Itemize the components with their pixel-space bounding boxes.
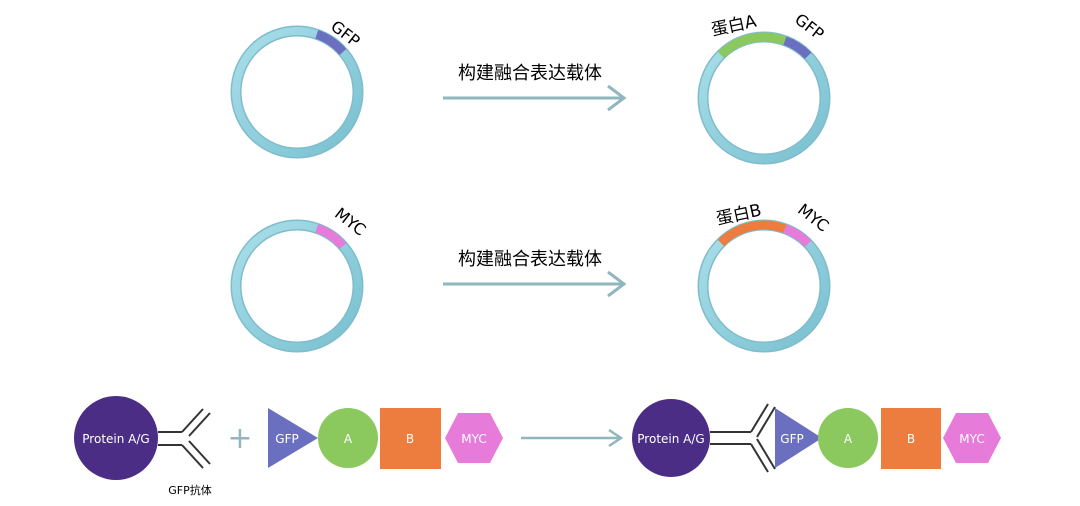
myc-hexagon xyxy=(943,413,1001,463)
gfp-triangle xyxy=(775,408,822,468)
gfp-segment xyxy=(315,30,347,56)
plasmid-protein-a-gfp: 蛋白A GFP xyxy=(697,10,831,165)
protein-a-circle xyxy=(818,408,878,468)
protein-ag-right: Protein A/G xyxy=(632,399,710,477)
protein-b-square xyxy=(881,408,941,469)
myc-shape-label: MYC xyxy=(959,432,984,446)
protein-ag-left: Protein A/G xyxy=(74,396,158,480)
protein-b-segment xyxy=(717,220,787,247)
antibody-label: GFP抗体 xyxy=(168,483,211,497)
plasmid-gfp: GFP xyxy=(230,17,364,159)
gfp-shape-label: GFP xyxy=(275,432,298,446)
bound-antibody xyxy=(710,403,776,473)
plasmid-myc: MYC xyxy=(230,204,370,353)
protein-b-shape-label: B xyxy=(406,432,414,446)
fusion-chain-right: GFP A B MYC xyxy=(775,408,1001,469)
plasmid-protein-b-myc: 蛋白B MYC xyxy=(697,200,833,353)
arrow-row1: 构建融合表达载体 xyxy=(443,63,627,112)
myc-segment xyxy=(315,224,347,250)
gfp-shape-label: GFP xyxy=(780,432,803,446)
protein-a-circle xyxy=(318,408,378,468)
protein-ag-label: Protein A/G xyxy=(637,432,704,446)
protein-a-segment xyxy=(717,32,787,59)
myc-hexagon xyxy=(445,413,503,463)
gfp-segment xyxy=(783,36,812,59)
arrow-row1-label: 构建融合表达载体 xyxy=(458,63,602,84)
gfp-triangle xyxy=(268,408,318,468)
gfp-tag-label: GFP xyxy=(791,10,828,44)
arrow-row2: 构建融合表达载体 xyxy=(443,249,627,298)
myc-shape-label: MYC xyxy=(461,432,486,446)
protein-b-square xyxy=(380,408,441,469)
gfp-antibody xyxy=(158,408,211,469)
protein-ag-label: Protein A/G xyxy=(82,432,149,446)
protein-a-shape-label: A xyxy=(344,432,353,446)
protein-a-shape-label: A xyxy=(844,432,853,446)
protein-b-shape-label: B xyxy=(907,432,915,446)
arrow-row2-label: 构建融合表达载体 xyxy=(458,249,602,270)
myc-segment xyxy=(783,224,812,247)
fusion-chain-left: GFP A B MYC xyxy=(268,408,503,469)
arrow-row3 xyxy=(521,428,624,448)
plus-sign: + xyxy=(227,421,252,456)
